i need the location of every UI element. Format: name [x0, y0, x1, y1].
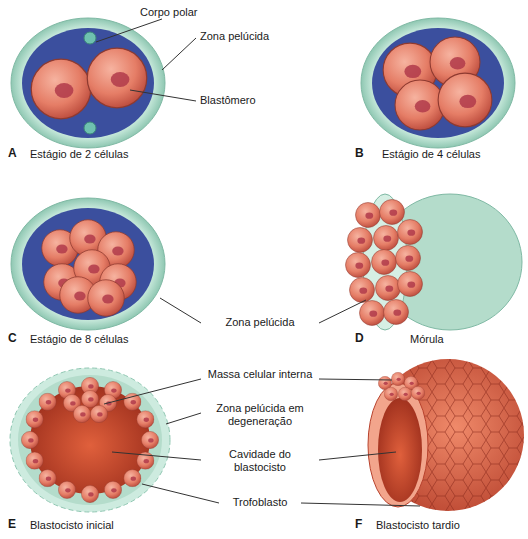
panel-letter: A — [8, 147, 24, 160]
eight-cell-stage — [11, 198, 165, 330]
callout-label: Zona pelúcida em degeneração — [205, 402, 315, 428]
panel-letter: F — [355, 518, 371, 531]
early-blastocyst — [10, 368, 170, 512]
panel-letter: E — [8, 518, 24, 531]
panel-letter: B — [355, 147, 371, 160]
four-cell-stage — [361, 18, 515, 148]
callout-label: Blastômero — [200, 94, 300, 107]
late-blastocyst — [368, 359, 524, 511]
stage-caption: Estágio de 4 células — [382, 148, 522, 161]
stage-caption: Estágio de 2 células — [30, 148, 180, 161]
callout-label: Zona pelúcida — [205, 316, 315, 329]
morula — [346, 194, 522, 330]
callout-label: Zona pelúcida — [200, 30, 300, 43]
callout-label: Corpo polar — [140, 6, 230, 19]
callout-label: Massa celular interna — [205, 368, 315, 381]
callout-label: Cavidade do blastocisto — [205, 448, 315, 474]
stage-caption: Blastocisto inicial — [30, 519, 180, 532]
two-cell-stage — [11, 18, 165, 148]
callout-label: Trofoblasto — [205, 496, 315, 509]
stage-caption: Estágio de 8 células — [30, 333, 180, 346]
stage-caption: Mórula — [410, 333, 500, 346]
panel-letter: D — [355, 332, 371, 345]
stage-caption: Blastocisto tardio — [376, 519, 521, 532]
panel-letter: C — [8, 332, 24, 345]
leader-lines — [96, 19, 420, 506]
